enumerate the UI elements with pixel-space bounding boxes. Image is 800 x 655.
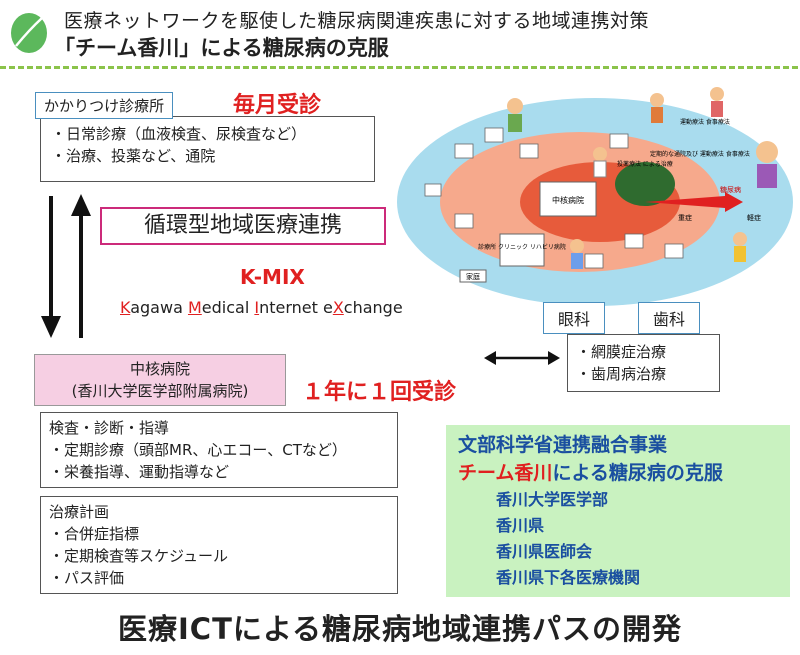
circulation-arrows bbox=[41, 194, 91, 338]
bottom-title: 医療ICTによる糖尿病地域連携パスの開発 bbox=[118, 612, 682, 646]
illus-ring1-label: 運動療法 食事療法 bbox=[680, 118, 730, 126]
project-member: 香川県下各医療機関 bbox=[496, 568, 641, 587]
illus-ring3-label: 定期的な通院及び 運動療法 食事療法 bbox=[650, 150, 750, 158]
kmix-part: agawa bbox=[130, 298, 188, 317]
header-title: 「チーム香川」による糖尿病の克服 bbox=[54, 36, 389, 60]
eye-tag: 眼科 bbox=[543, 302, 606, 334]
exam-box: 検査・診断・指導 ・定期診療（頭部MR、心エコー、CTなど） ・栄養指導、運動指… bbox=[40, 412, 398, 488]
project-subtitle-red: チーム香川 bbox=[458, 462, 553, 484]
illus-center-label: 中核病院 bbox=[552, 195, 584, 205]
illus-severe-label: 重症 bbox=[678, 213, 692, 222]
plan-item: ・定期検査等スケジュール bbox=[49, 547, 228, 565]
kmix-letter: M bbox=[187, 298, 202, 317]
kmix-name: K-MIX bbox=[240, 265, 305, 289]
clinic-tag: かかりつけ診療所 bbox=[35, 92, 174, 119]
illus-home-label: 家庭 bbox=[466, 272, 480, 281]
header-subtitle: 医療ネットワークを駆使した糖尿病関連疾患に対する地域連携対策 bbox=[64, 10, 650, 32]
illus-clinic-label: 診療所 クリニック リハビリ病院 bbox=[478, 243, 566, 251]
kmix-letter: I bbox=[254, 298, 260, 317]
illus-diabetes-label: 糖尿病 bbox=[720, 185, 741, 194]
illus-mild-label: 軽症 bbox=[747, 213, 761, 222]
core-hospital-name: 中核病院 bbox=[129, 360, 190, 378]
project-member: 香川大学医学部 bbox=[496, 490, 609, 509]
project-box: 文部科学省連携融合事業 チーム香川による糖尿病の克服 香川大学医学部 香川県 香… bbox=[446, 425, 790, 597]
plan-item: ・パス評価 bbox=[49, 569, 125, 587]
network-illustration: 中核病院 診療所 クリニック リハビリ病院 家庭 糖尿病 重症 軽症 運動療法 … bbox=[397, 87, 793, 306]
exam-item: ・栄養指導、運動指導など bbox=[49, 463, 230, 481]
project-subtitle-rest: による糖尿病の克服 bbox=[552, 462, 723, 484]
specialist-box: ・網膜症治療 ・歯周病治療 bbox=[567, 334, 720, 392]
leaf-logo-icon bbox=[11, 13, 47, 53]
monthly-visit-label: 毎月受診 bbox=[233, 93, 322, 118]
bidirectional-arrow bbox=[484, 351, 560, 365]
clinic-item: ・治療、投薬など、通院 bbox=[51, 147, 216, 165]
circulation-label: 循環型地域医療連携 bbox=[100, 207, 386, 245]
clinic-item: ・日常診療（血液検査、尿検査など） bbox=[51, 125, 307, 143]
clinic-box: ・日常診療（血液検査、尿検査など） ・治療、投薬など、通院 bbox=[40, 116, 375, 182]
specialist-item: ・歯周病治療 bbox=[576, 365, 667, 383]
plan-item: 治療計画 bbox=[49, 503, 110, 521]
exam-item: ・定期診療（頭部MR、心エコー、CTなど） bbox=[49, 441, 347, 459]
plan-item: ・合併症指標 bbox=[49, 525, 140, 543]
kmix-part: change bbox=[343, 298, 403, 317]
core-hospital-subname: (香川大学医学部附属病院) bbox=[71, 382, 249, 400]
dental-tag: 歯科 bbox=[638, 302, 701, 334]
kmix-part: edical bbox=[201, 298, 255, 317]
project-member: 香川県 bbox=[496, 516, 545, 535]
core-hospital-box: 中核病院 (香川大学医学部附属病院) bbox=[34, 354, 286, 406]
project-title: 文部科学省連携融合事業 bbox=[458, 434, 668, 456]
yearly-visit-label: １年に１回受診 bbox=[302, 380, 457, 405]
kmix-letter: K bbox=[120, 298, 131, 317]
kmix-fullname: Kagawa Medical Internet eXchange bbox=[120, 298, 403, 317]
exam-item: 検査・診断・指導 bbox=[49, 419, 170, 437]
illus-ring2-label: 投薬療法 による治療 bbox=[617, 160, 673, 168]
specialist-item: ・網膜症治療 bbox=[576, 343, 667, 361]
header-divider bbox=[0, 66, 800, 69]
kmix-letter: X bbox=[332, 298, 344, 317]
kmix-part: nternet e bbox=[259, 298, 333, 317]
project-subtitle: チーム香川による糖尿病の克服 bbox=[458, 459, 778, 487]
project-member: 香川県医師会 bbox=[496, 542, 593, 561]
plan-box: 治療計画 ・合併症指標 ・定期検査等スケジュール ・パス評価 bbox=[40, 496, 398, 594]
